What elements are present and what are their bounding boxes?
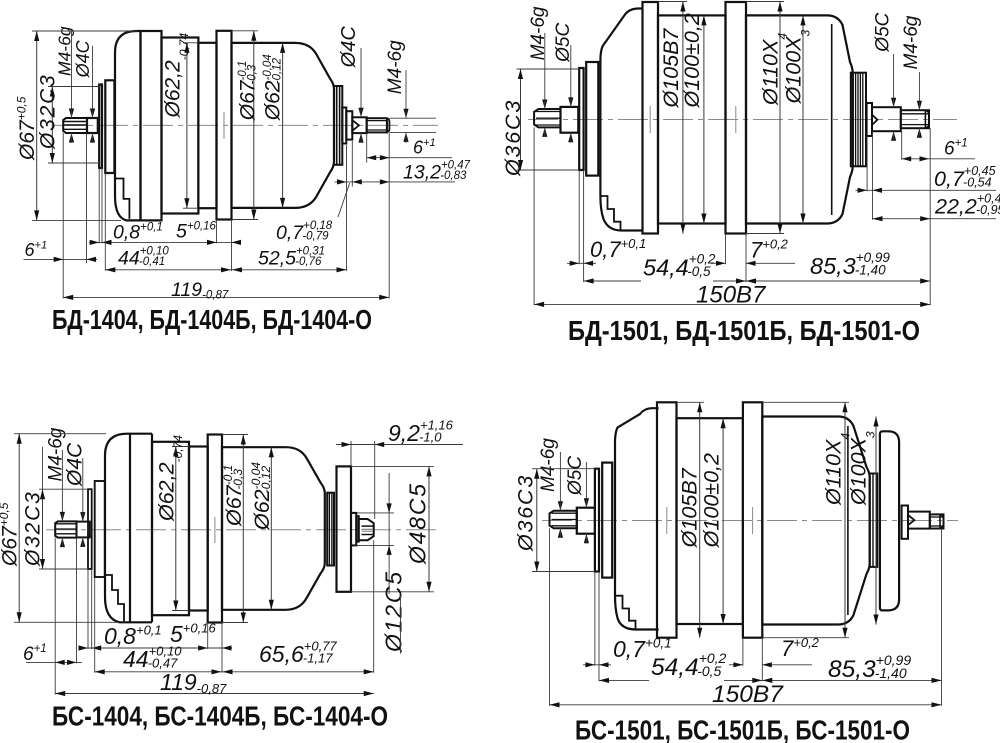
svg-text:54,4+0,2-0,5: 54,4+0,2-0,5 xyxy=(643,252,716,281)
svg-text:0,7+0,1: 0,7+0,1 xyxy=(613,635,672,662)
svg-text:Ø36C3: Ø36C3 xyxy=(501,99,525,177)
svg-text:Ø5C: Ø5C xyxy=(553,23,574,63)
svg-text:13,2+0,47-0,83: 13,2+0,47-0,83 xyxy=(403,160,471,184)
svg-text:Ø62-0,04-0,12: Ø62-0,04-0,12 xyxy=(249,462,274,531)
svg-text:Ø48C5: Ø48C5 xyxy=(404,482,430,565)
svg-text:БС-1404, БС-1404Б, БС-1404-О: БС-1404, БС-1404Б, БС-1404-О xyxy=(52,701,388,732)
svg-text:44+0,10-0,41: 44+0,10-0,41 xyxy=(118,246,169,270)
svg-text:M4-6g: M4-6g xyxy=(54,26,74,76)
svg-text:150В7: 150В7 xyxy=(696,282,767,309)
svg-text:Ø105В7: Ø105В7 xyxy=(659,28,683,109)
svg-text:Ø4C: Ø4C xyxy=(338,26,360,69)
svg-text:Ø100±0,2: Ø100±0,2 xyxy=(680,13,704,108)
svg-text:65,6+0,77-1,17: 65,6+0,77-1,17 xyxy=(259,639,337,668)
svg-text:Ø32C3: Ø32C3 xyxy=(37,73,60,150)
svg-text:M4-6g: M4-6g xyxy=(901,15,922,69)
svg-text:Ø67-0,1-0,3: Ø67-0,1-0,3 xyxy=(237,61,260,122)
svg-text:Ø62-0,04-0,12: Ø62-0,04-0,12 xyxy=(262,54,285,121)
svg-text:Ø5C: Ø5C xyxy=(565,456,586,496)
svg-text:Ø105В7: Ø105В7 xyxy=(678,467,702,548)
svg-text:Ø67-0,1-0,3: Ø67-0,1-0,3 xyxy=(221,465,246,527)
svg-text:Ø36C3: Ø36C3 xyxy=(514,474,538,552)
svg-text:M4-6g: M4-6g xyxy=(528,6,549,60)
svg-text:Ø5C: Ø5C xyxy=(873,12,894,52)
svg-text:БС-1501, БС-1501Б, БС-1501-О: БС-1501, БС-1501Б, БС-1501-О xyxy=(575,715,910,743)
svg-text:Ø100±0,2: Ø100±0,2 xyxy=(700,453,724,548)
svg-text:Ø12C5: Ø12C5 xyxy=(381,570,407,653)
svg-text:0,7+0,18-0,79: 0,7+0,18-0,79 xyxy=(276,220,333,244)
svg-text:M4-6g: M4-6g xyxy=(385,40,406,94)
svg-text:52,5+0,31-0,76: 52,5+0,31-0,76 xyxy=(258,246,325,270)
svg-text:БД-1404, БД-1404Б, БД-1404-О: БД-1404, БД-1404Б, БД-1404-О xyxy=(52,304,372,335)
svg-text:Ø32C3: Ø32C3 xyxy=(22,490,45,567)
svg-text:Ø4C: Ø4C xyxy=(64,442,87,487)
svg-text:БД-1501, БД-1501Б, БД-1501-О: БД-1501, БД-1501Б, БД-1501-О xyxy=(568,315,920,346)
svg-text:119-0,87: 119-0,87 xyxy=(160,669,227,696)
svg-text:0,7+0,45-0,54: 0,7+0,45-0,54 xyxy=(934,164,996,191)
svg-text:M4-6g: M4-6g xyxy=(46,427,67,481)
svg-text:Ø4C: Ø4C xyxy=(73,39,93,78)
svg-text:85,3+0,99-1,40: 85,3+0,99-1,40 xyxy=(810,250,890,279)
svg-text:150В7: 150В7 xyxy=(712,681,784,708)
svg-text:44+0,10-0,47: 44+0,10-0,47 xyxy=(123,644,182,673)
svg-text:22,2+0,49-0,95: 22,2+0,49-0,95 xyxy=(934,192,1000,219)
svg-text:M4-6g: M4-6g xyxy=(538,438,559,492)
svg-text:85,3+0,99-1,40: 85,3+0,99-1,40 xyxy=(828,652,911,683)
svg-text:54,4+0,2-0,5: 54,4+0,2-0,5 xyxy=(651,650,727,681)
